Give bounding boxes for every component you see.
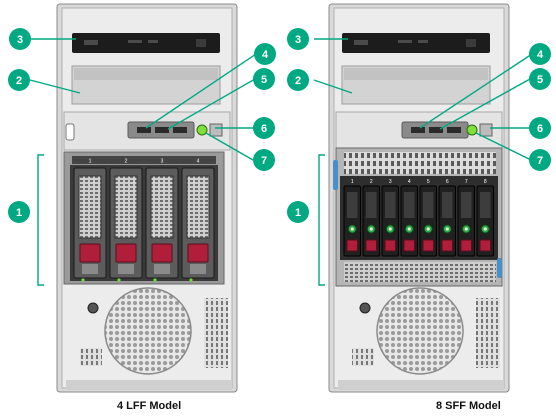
callout-number-6: 6 <box>261 123 267 135</box>
callout-badge-7 <box>253 149 275 171</box>
leader-line <box>475 132 532 161</box>
sff-drive-bays: 1 2 3 4 5 6 7 8 <box>343 179 494 257</box>
sff-power-button <box>466 124 478 136</box>
sff-drive-carrier <box>400 185 418 257</box>
sff-bay-number: 8 <box>484 179 487 185</box>
callout-number-5: 5 <box>261 74 267 86</box>
callout-badge-4 <box>529 43 551 65</box>
lff-fan-grille <box>104 287 192 375</box>
lff-drive-carrier <box>181 167 215 282</box>
callout-badge-6 <box>529 117 551 139</box>
lff-bay-number: 4 <box>197 159 200 165</box>
sff-bay-number: 6 <box>446 179 449 185</box>
callout-badge-5 <box>529 68 551 90</box>
sff-fan-grille <box>376 287 464 375</box>
sff-bay-number: 7 <box>465 179 468 185</box>
lff-drive-bracket <box>37 154 44 286</box>
callout-badge-3 <box>287 28 309 50</box>
callout-badge-2 <box>8 69 30 91</box>
lff-drive-bays: 1 2 3 4 <box>73 159 215 282</box>
sff-bay-number: 1 <box>351 179 354 185</box>
sff-drive-carrier <box>419 185 437 257</box>
callout-badge-1 <box>8 201 30 223</box>
sff-drive-carrier <box>343 185 361 257</box>
callout-number-1: 1 <box>295 207 301 219</box>
callout-badge-6 <box>253 117 275 139</box>
callout-badge-3 <box>9 28 31 50</box>
sff-bay-number: 3 <box>389 179 392 185</box>
lff-drive-carrier <box>73 167 107 282</box>
lff-power-button <box>196 124 208 136</box>
callout-badges: 1 2 3 4 5 6 7 1 2 3 4 5 6 7 <box>8 28 551 223</box>
leader-line <box>167 78 256 130</box>
callout-number-1: 1 <box>16 207 22 219</box>
lff-optical-drive <box>72 33 220 53</box>
sff-drive-carrier <box>457 185 475 257</box>
sff-server-chassis <box>328 3 510 393</box>
leader-line <box>439 78 531 130</box>
sff-drive-carrier <box>438 185 456 257</box>
sff-drive-carrier <box>476 185 494 257</box>
leader-line <box>145 53 257 129</box>
lff-bay-number: 1 <box>89 159 92 165</box>
lff-drive-carrier <box>145 167 179 282</box>
leader-line <box>29 79 81 94</box>
lff-model-caption: 4 LFF Model <box>117 400 182 412</box>
lff-drive-carrier <box>109 167 143 282</box>
callout-badge-1 <box>287 201 309 223</box>
callout-number-4: 4 <box>537 49 544 61</box>
sff-bay-number: 5 <box>427 179 430 185</box>
callout-number-3: 3 <box>17 34 23 46</box>
leader-line <box>419 53 533 129</box>
sff-bay-number: 2 <box>370 179 373 185</box>
callout-badge-2 <box>287 69 309 91</box>
callout-number-7: 7 <box>261 155 267 167</box>
callout-number-2: 2 <box>295 75 301 87</box>
leader-line <box>205 132 254 161</box>
lff-bay-number: 3 <box>161 159 164 165</box>
callout-number-2: 2 <box>16 75 22 87</box>
callout-number-7: 7 <box>537 155 543 167</box>
sff-drive-carrier <box>381 185 399 257</box>
leader-line <box>313 79 353 94</box>
callout-leaders <box>29 38 533 286</box>
sff-bay-number: 4 <box>408 179 411 185</box>
sff-drive-carrier <box>362 185 380 257</box>
callout-number-5: 5 <box>537 74 543 86</box>
sff-model-caption: 8 SFF Model <box>436 400 501 412</box>
callout-badge-7 <box>529 149 551 171</box>
sff-optical-drive <box>342 33 490 53</box>
callout-number-3: 3 <box>295 34 301 46</box>
sff-drive-bracket <box>318 154 325 286</box>
callout-badge-5 <box>253 68 275 90</box>
callout-number-4: 4 <box>262 49 269 61</box>
callout-number-6: 6 <box>537 123 543 135</box>
callout-badge-4 <box>254 43 276 65</box>
lff-bay-number: 2 <box>125 159 128 165</box>
